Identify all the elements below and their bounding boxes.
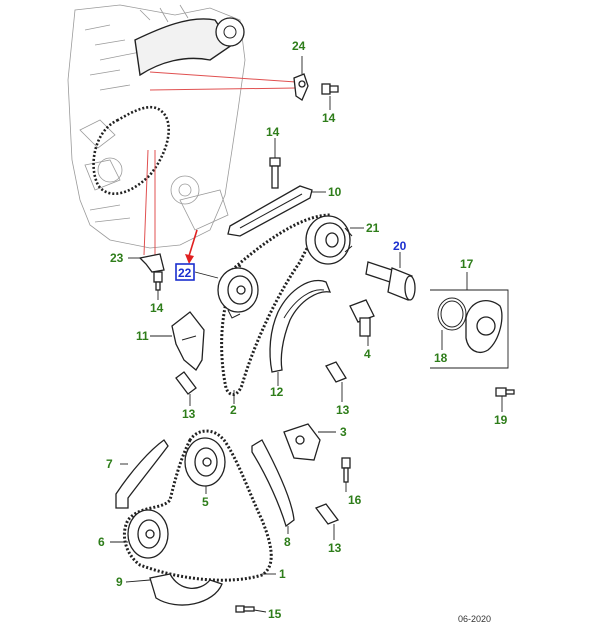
upper-timing-chain — [220, 213, 331, 396]
callout-18: 18 — [434, 351, 448, 365]
part-13-pin-left — [175, 371, 197, 395]
callout-16: 16 — [348, 493, 362, 507]
part-7-guide — [115, 439, 169, 509]
callout-14-top: 14 — [322, 111, 336, 125]
callout-14-left: 14 — [150, 301, 164, 315]
callout-5: 5 — [202, 495, 209, 509]
callout-9: 9 — [116, 575, 123, 589]
callout-20: 20 — [393, 239, 407, 253]
part-9-guide — [149, 573, 223, 606]
part-11-tensioner — [171, 311, 205, 371]
red-reference-lines — [143, 71, 297, 256]
callout-3: 3 — [340, 425, 347, 439]
part-15-bolt — [235, 605, 255, 613]
part-3-tensioner — [283, 423, 321, 461]
part-18-seal — [437, 297, 467, 331]
part-13-pin-lower — [314, 503, 340, 525]
part-14-bolt-top — [321, 83, 339, 95]
callout-15: 15 — [268, 607, 282, 621]
callout-13-lower: 13 — [328, 541, 342, 555]
part-16-bolt — [341, 457, 351, 483]
callout-14-upper: 14 — [266, 125, 280, 139]
callout-17: 17 — [460, 257, 474, 271]
part-19-bolt — [495, 387, 515, 397]
highlight-box-22 — [175, 263, 195, 281]
engine-sketch — [67, 4, 246, 249]
callout-2: 2 — [230, 403, 237, 417]
part-20-solenoid — [365, 261, 416, 301]
part-21-cam-sprocket — [305, 215, 353, 265]
callout-7: 7 — [106, 457, 113, 471]
leader-lines — [110, 56, 503, 613]
callout-23: 23 — [110, 251, 124, 265]
part-4-tensioner — [349, 299, 375, 337]
footer-reference: 06-2020 — [458, 614, 491, 624]
part-23-bracket — [138, 253, 165, 273]
callout-12: 12 — [270, 385, 284, 399]
callout-1: 1 — [279, 567, 286, 581]
part-10-upper-guide — [227, 185, 313, 237]
callout-13-mid: 13 — [336, 403, 350, 417]
part-6-sprocket — [127, 509, 169, 559]
part-14-bolt-left — [153, 271, 163, 291]
part-5-sprocket — [184, 437, 226, 487]
callout-10: 10 — [328, 185, 342, 199]
callout-22: 22 — [178, 266, 192, 280]
callout-24: 24 — [292, 39, 306, 53]
red-arrow — [185, 229, 198, 264]
callout-11: 11 — [136, 329, 149, 343]
part-24-bracket — [293, 73, 309, 101]
callout-8: 8 — [284, 535, 291, 549]
callout-21: 21 — [366, 221, 380, 235]
callout-labels: 24 14 14 10 21 20 17 23 22 14 11 4 18 12… — [98, 39, 508, 621]
part-17-cover — [465, 300, 503, 353]
callout-4: 4 — [364, 347, 371, 361]
callout-19: 19 — [494, 413, 508, 427]
callout-6: 6 — [98, 535, 105, 549]
part-12-guide — [269, 279, 332, 373]
part-13-pin-mid — [325, 361, 347, 383]
part-14-bolt-upper — [269, 157, 281, 189]
callout-13-left: 13 — [182, 407, 196, 421]
part-17-cover-frame — [430, 289, 509, 369]
part-22-idler-sprocket — [217, 267, 259, 319]
part-8-guide — [251, 439, 295, 528]
lower-timing-chain — [123, 429, 273, 582]
